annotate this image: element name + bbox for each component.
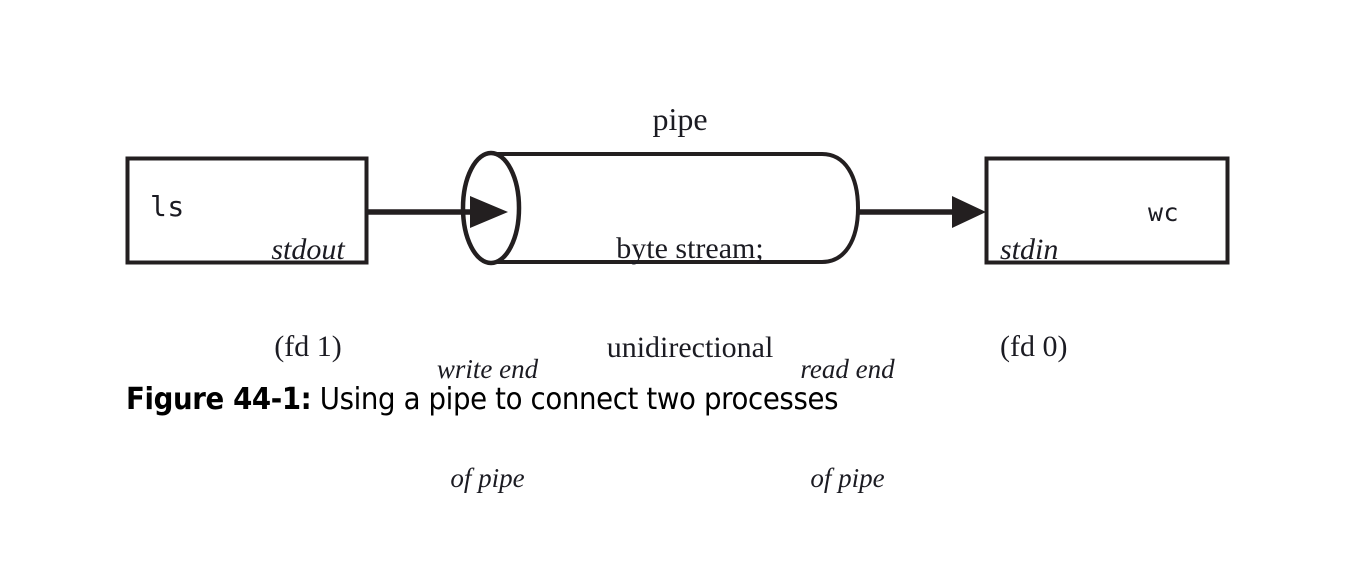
stdin-label: stdin (1000, 232, 1059, 266)
pipe-body-description: byte stream; unidirectional (530, 169, 850, 427)
pipe-cylinder-body (489, 152, 861, 264)
write-end-line-2: of pipe (450, 463, 525, 494)
left-process-stream-descriptor: stdout (fd 1) (252, 170, 364, 426)
figure-caption: Figure 44-1: Using a pipe to connect two… (126, 382, 838, 417)
stdout-fd-label: (fd 1) (274, 329, 342, 363)
right-process-command: wc (1148, 198, 1180, 227)
left-process-box (125, 156, 369, 265)
stdout-label: stdout (271, 232, 345, 266)
pipe-title: pipe (652, 101, 708, 137)
left-process-command: ls (150, 190, 185, 223)
right-process-box (984, 156, 1230, 265)
write-arrow-head (470, 196, 508, 228)
figure-44-1: ls stdout (fd 1) pipe byte stream; unidi… (125, 101, 1230, 493)
pipe-body-line-1: byte stream; (616, 231, 764, 265)
write-end-annotation: write end of pipe (395, 278, 580, 570)
pipe-body-line-2: unidirectional (606, 330, 774, 364)
figure-caption-label: Figure 44-1: (126, 382, 312, 417)
figure-caption-text: Using a pipe to connect two processes (311, 382, 839, 417)
read-arrow-head (952, 196, 986, 228)
stdin-fd-label: (fd 0) (1000, 329, 1068, 363)
read-end-annotation: read end of pipe (755, 278, 940, 570)
write-end-line-1: write end (436, 353, 539, 384)
read-end-line-1: read end (800, 353, 895, 384)
right-process-stream-descriptor: stdin (fd 0) (1000, 170, 1120, 426)
read-end-line-2: of pipe (810, 463, 885, 494)
pipe-diagram-canvas (125, 150, 1230, 266)
